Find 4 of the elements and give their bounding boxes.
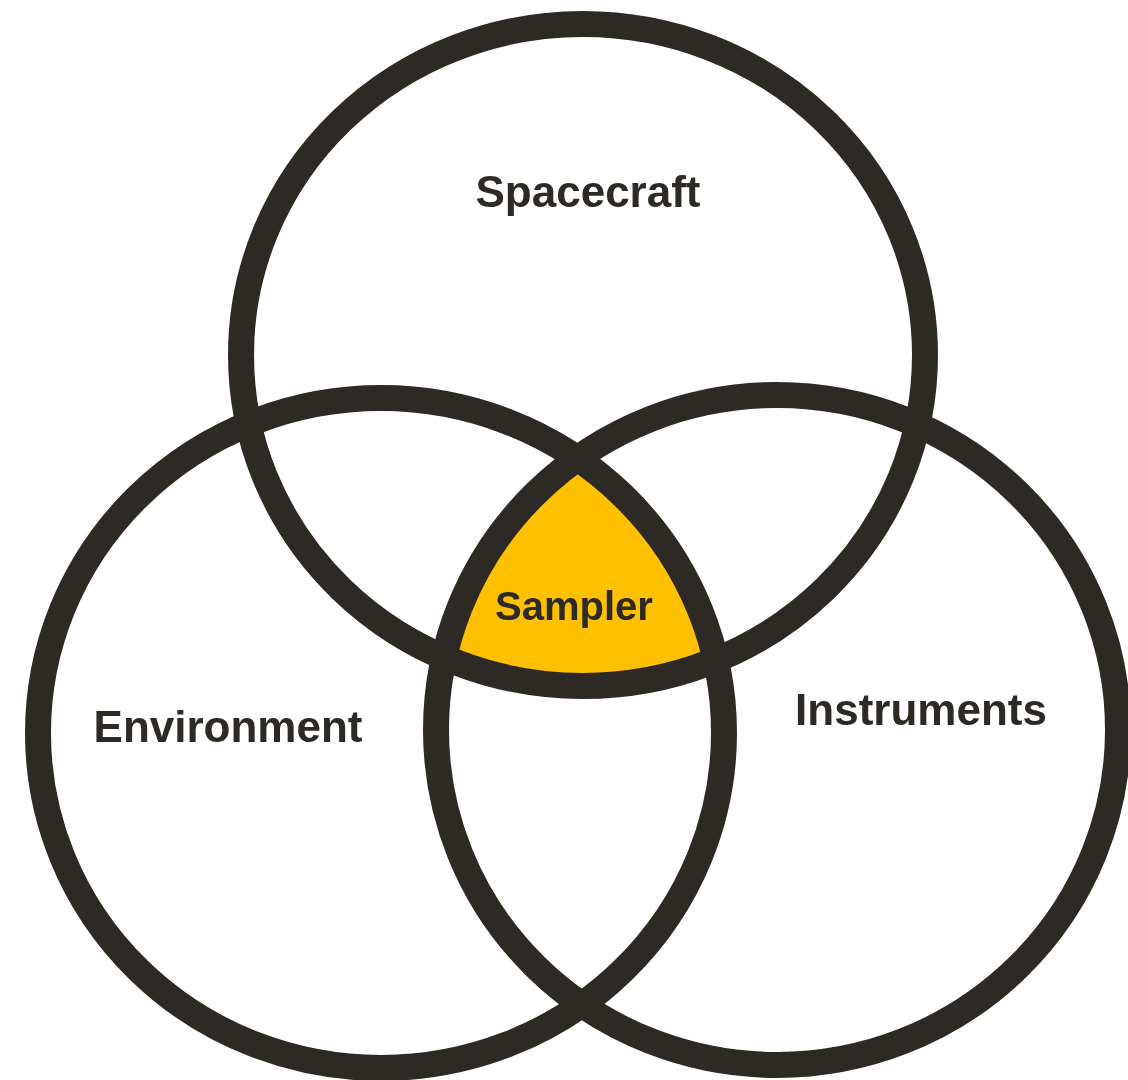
set-label: Spacecraft <box>475 167 701 217</box>
set-label: Environment <box>93 702 363 752</box>
set-label: Sampler <box>495 583 653 629</box>
set-label: Instruments <box>795 685 1047 735</box>
